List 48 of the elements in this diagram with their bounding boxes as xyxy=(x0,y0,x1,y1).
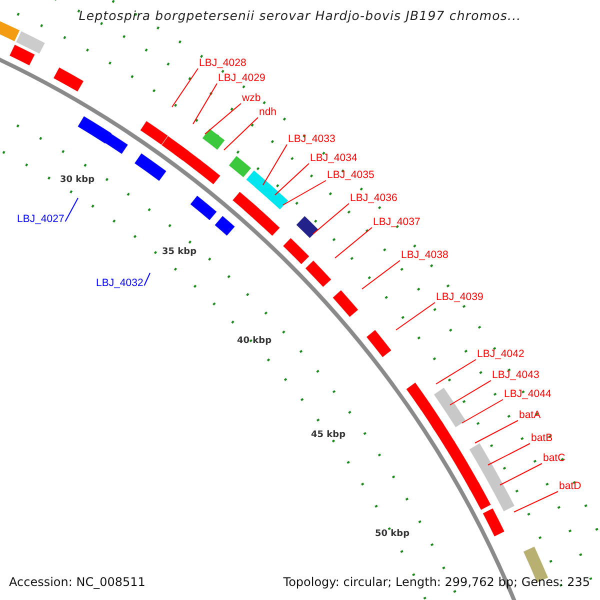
summary-text: Topology: circular; Length: 299,762 bp; Genes: 235 xyxy=(283,576,590,588)
title: Leptospira borgpetersenii serovar Hardjo-bovis JB197 chromos... xyxy=(78,10,522,22)
gene-label: LBJ_4042 xyxy=(477,349,524,360)
tick-label: 50 kbp xyxy=(375,530,410,539)
leader-line xyxy=(172,68,198,108)
leader-line xyxy=(224,117,258,150)
gene-label: LBJ_4037 xyxy=(373,217,420,228)
gene-label: LBJ_4032 xyxy=(96,278,144,288)
leader-line xyxy=(262,144,288,186)
tick-label: 30 kbp xyxy=(60,176,95,185)
leader-line xyxy=(500,463,542,486)
gene-label: batB xyxy=(531,433,553,444)
gene-label: ndh xyxy=(259,107,277,118)
gene-label: batD xyxy=(559,481,582,492)
leader-line xyxy=(396,302,436,330)
gene-label: wzb xyxy=(242,93,261,104)
gene-label: LBJ_4043 xyxy=(492,370,540,380)
tick-label: 35 kbp xyxy=(162,248,197,257)
gene-label: LBJ_4034 xyxy=(310,153,358,164)
leader-line xyxy=(488,443,530,466)
gene-label: LBJ_4036 xyxy=(350,193,398,204)
tick-label: 40 kbp xyxy=(237,337,272,346)
gene-label: LBJ_4044 xyxy=(504,389,552,400)
gene-label: LBJ_4028 xyxy=(199,58,246,68)
leader-line xyxy=(462,399,504,424)
gene-label: LBJ_4039 xyxy=(436,292,484,302)
leader-line xyxy=(192,83,218,124)
gene-label: LBJ_4038 xyxy=(401,250,448,260)
gene-label: batC xyxy=(543,453,566,464)
gene-label: LBJ_4027 xyxy=(17,214,64,224)
leader-line xyxy=(514,491,558,512)
leader-line xyxy=(274,163,310,196)
leader-line xyxy=(282,180,326,206)
leader-line xyxy=(312,203,350,234)
leader-line xyxy=(334,227,372,258)
leader-line xyxy=(64,198,78,222)
leader-line xyxy=(450,380,492,406)
accession-text: Accession: NC_008511 xyxy=(9,576,146,588)
leader-line xyxy=(474,420,518,444)
leader-line xyxy=(204,103,242,134)
tick-label: 45 kbp xyxy=(311,431,346,440)
gene-label: LBJ_4035 xyxy=(327,170,374,180)
gene-label: batA xyxy=(519,410,541,420)
leader-line xyxy=(144,272,150,286)
leader-line xyxy=(362,260,400,290)
leader-line xyxy=(436,359,476,384)
gene-label: LBJ_4033 xyxy=(288,134,336,144)
gene-label: LBJ_4029 xyxy=(218,73,266,84)
